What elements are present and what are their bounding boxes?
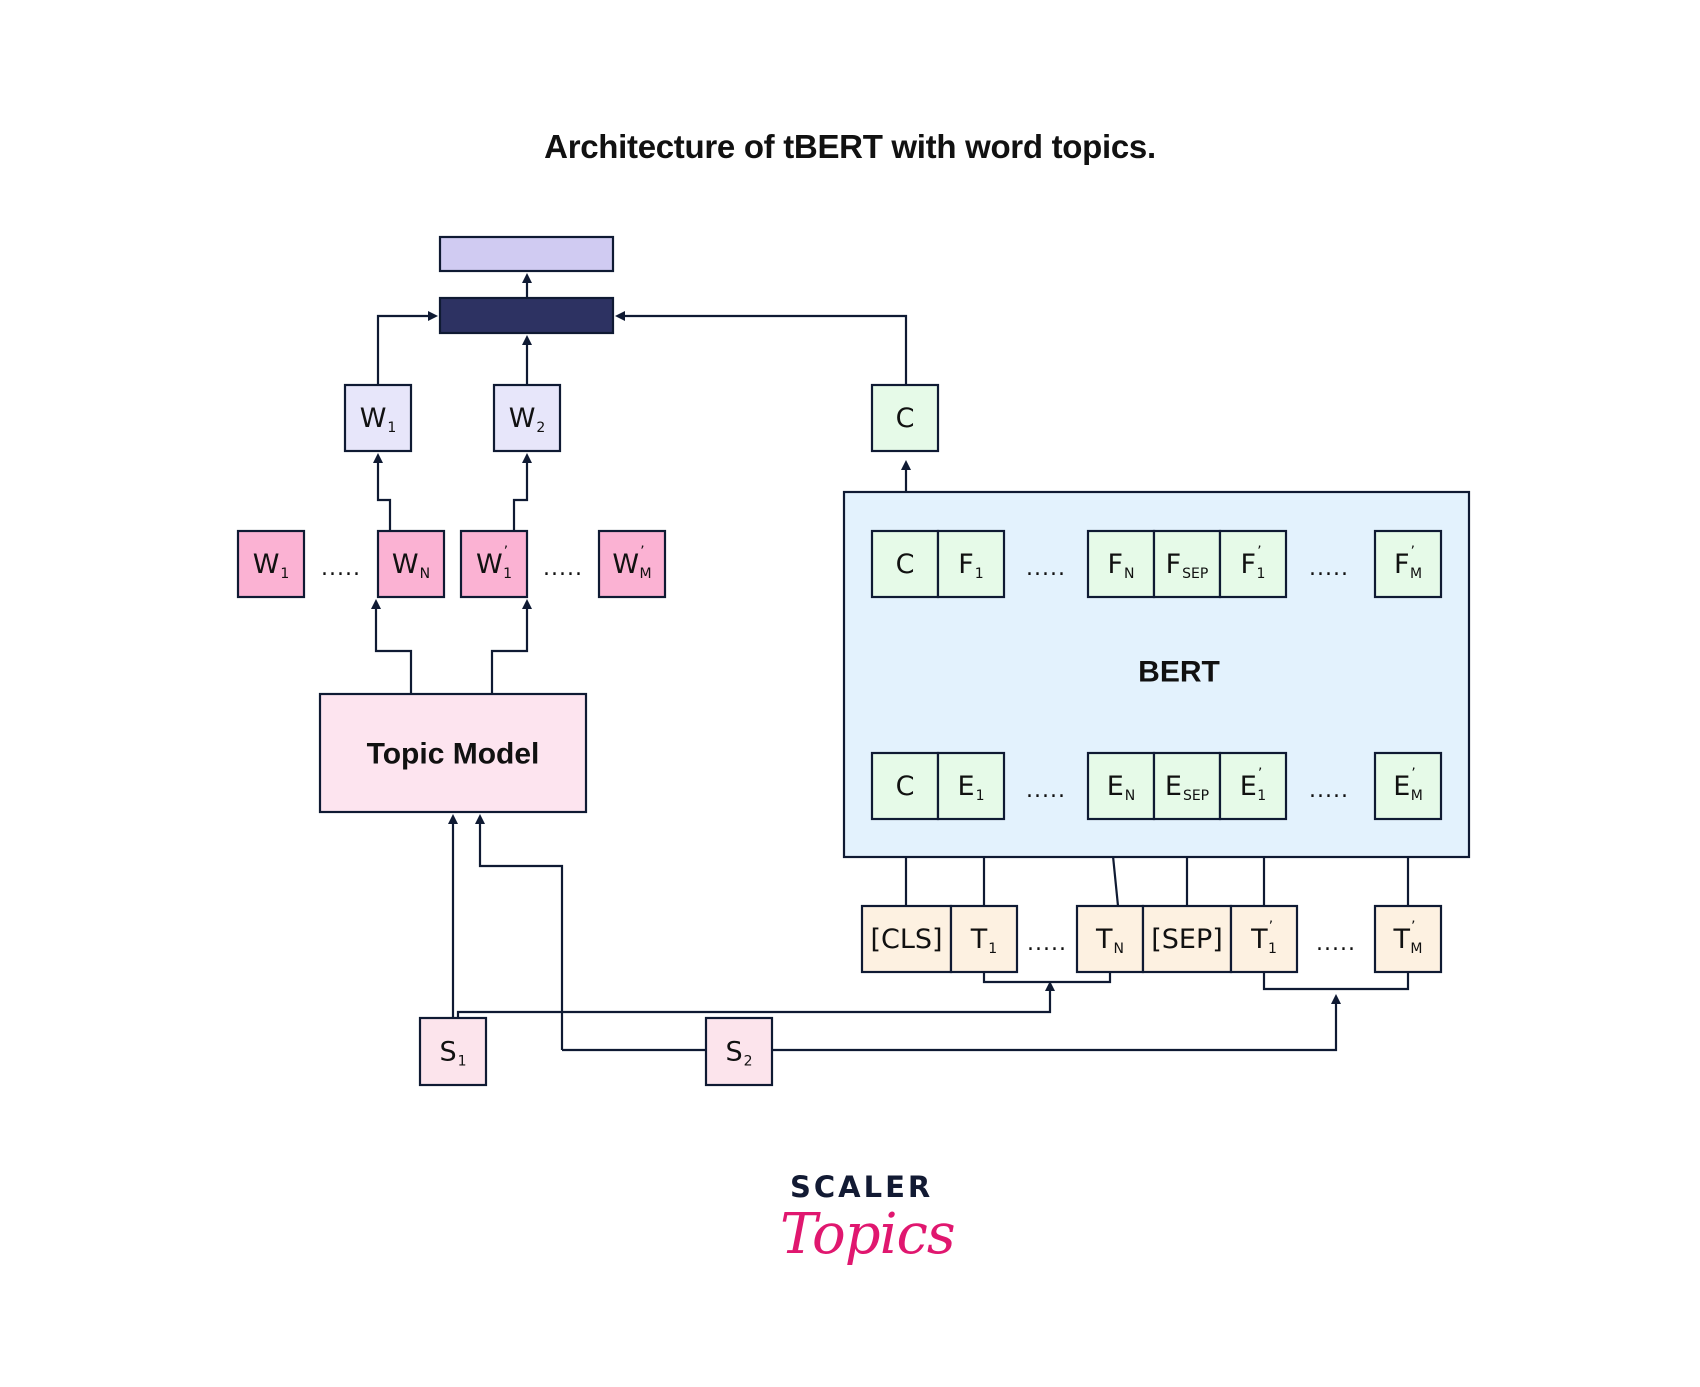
word-topic-box-1 (376, 529, 446, 599)
topic-model-box (318, 692, 588, 814)
bert-output-cell-2 (1086, 529, 1156, 599)
token-cell-5-label: T’M (1392, 919, 1422, 957)
ellipsis-bert-output-1: ..... (1026, 556, 1066, 581)
bert-output-cell-5-label: F’M (1394, 544, 1422, 582)
token-cell-0-label: [CLS] (870, 924, 942, 955)
token-cell-2-label: TN (1095, 924, 1124, 958)
word-topic-box-2-label: W’1 (476, 544, 512, 582)
scaler-topics-logo: SCALER Topics (760, 1168, 960, 1308)
wn-to-w1 (373, 453, 392, 531)
bert-embedding-cell-5-label: E’M (1393, 766, 1423, 804)
token-cell-1 (949, 904, 1019, 974)
logo-topics-text: Topics (780, 1202, 956, 1267)
bert-embedding-cell-0-label: C (896, 771, 915, 802)
bert-embedding-cell-3-label: ESEP (1165, 771, 1209, 805)
topic-to-wn (371, 599, 413, 694)
logo-scaler-text: SCALER (790, 1170, 934, 1204)
word-topic-box-0 (236, 529, 306, 599)
token-cell-5 (1373, 904, 1443, 974)
word-topic-box-3-label: W’M (612, 544, 651, 582)
bert-output-cell-3 (1152, 529, 1222, 599)
bert-embedding-cell-0 (870, 751, 940, 821)
word-topic-box-3 (597, 529, 667, 599)
w2-avg-box-label: W2 (509, 403, 546, 437)
w2-avg-box (492, 383, 562, 453)
bert-embedding-cell-1-label: E1 (958, 771, 985, 805)
ellipsis-word-topics-1: ..... (321, 556, 361, 581)
bert-embedding-cell-4 (1218, 751, 1288, 821)
token-cell-4 (1229, 904, 1299, 974)
word-topic-box-1-label: WN (392, 549, 430, 583)
s2-box-label: S2 (725, 1036, 752, 1070)
c-output-box-label: C (896, 403, 915, 434)
bert-embedding-cell-1 (936, 751, 1006, 821)
w1-avg-box-label: W1 (360, 403, 397, 437)
bert-output-cell-3-label: FSEP (1166, 549, 1209, 583)
w1-to-combine (376, 311, 438, 385)
bert-output-cell-5 (1373, 529, 1443, 599)
c-output-box (870, 383, 940, 453)
s2-box (704, 1016, 774, 1087)
bert-output-cell-4-label: F’1 (1241, 544, 1266, 582)
token-cell-4-label: T’1 (1250, 919, 1277, 957)
token-cell-1-label: T1 (970, 924, 997, 958)
ellipsis-tokens-1: ..... (1027, 931, 1067, 956)
bert-output-cell-1-label: F1 (958, 549, 983, 583)
topic-model-label: Topic Model (367, 738, 540, 771)
bert-embedding-cell-4-label: E’1 (1240, 766, 1266, 804)
word-topic-box-0-label: W1 (253, 549, 290, 583)
bracket-sentence-a (982, 972, 1112, 984)
bert-embedding-cell-5 (1373, 751, 1443, 821)
s2-to-sent-b (772, 994, 1341, 1052)
s1-box (418, 1016, 488, 1087)
bert-output-cell-0-label: C (896, 549, 915, 580)
combine-layer (438, 296, 615, 335)
bert-label: BERT (1138, 656, 1220, 689)
bert-output-cell-2-label: FN (1107, 549, 1134, 583)
c-to-combine (615, 311, 908, 385)
token-cell-2 (1075, 904, 1145, 974)
output-layer (438, 235, 615, 273)
w1-avg-box (343, 383, 413, 453)
ellipsis-word-topics-2: ..... (543, 556, 583, 581)
topic-to-w1prime (490, 599, 532, 694)
token-cell-3-label: [SEP] (1151, 924, 1223, 955)
bert-embedding-cell-2-label: EN (1107, 771, 1136, 805)
ellipsis-tokens-2: ..... (1316, 931, 1356, 956)
ellipsis-bert-embedding-1: ..... (1026, 778, 1066, 803)
bert-output-cell-1 (936, 529, 1006, 599)
diagram-title: Architecture of tBERT with word topics. (544, 128, 1156, 165)
s2-to-topic (475, 814, 564, 1050)
s1-box-label: S1 (439, 1036, 466, 1070)
word-topic-box-2 (459, 529, 529, 599)
s1-to-sent-a (456, 981, 1055, 1018)
bracket-sentence-b (1262, 972, 1410, 991)
ellipsis-bert-output-2: ..... (1309, 556, 1349, 581)
w1prime-to-w2 (512, 453, 532, 531)
ellipsis-bert-embedding-2: ..... (1309, 778, 1349, 803)
bert-output-cell-4 (1218, 529, 1288, 599)
bert-embedding-cell-3 (1152, 751, 1222, 821)
